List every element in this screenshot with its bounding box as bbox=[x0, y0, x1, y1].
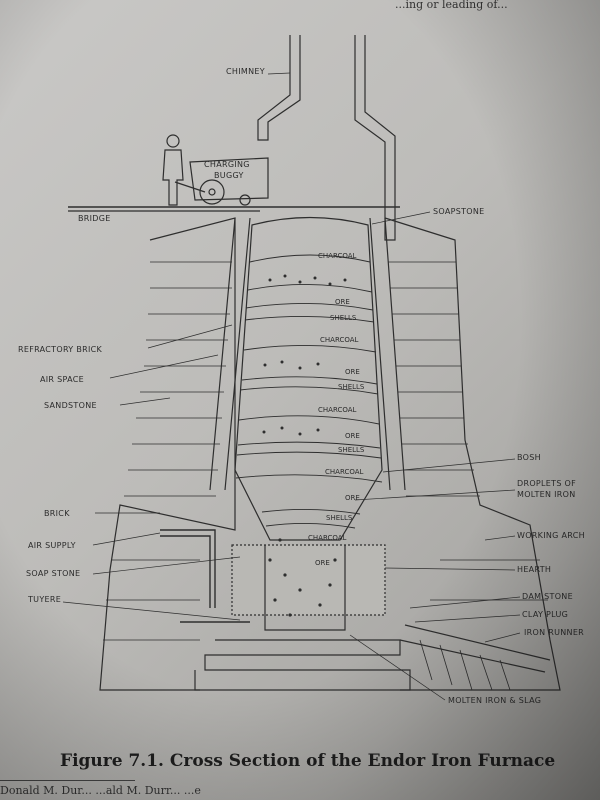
hearth-inner bbox=[264, 545, 346, 631]
label-air-space: AIR SPACE bbox=[40, 375, 84, 384]
base-steps bbox=[194, 639, 411, 691]
iron-runner-hatch bbox=[419, 639, 511, 691]
label-bridge: BRIDGE bbox=[78, 214, 111, 223]
label-soap-stone: SOAP STONE bbox=[26, 569, 80, 578]
footnote-text-fragment: Donald M. Dur... ...ald M. Durr... ...e bbox=[0, 784, 201, 797]
iron-runner bbox=[399, 624, 551, 673]
label-brick: BRICK bbox=[44, 509, 70, 518]
sandstone-outer-wall-left bbox=[99, 217, 236, 691]
chimney-shape bbox=[257, 35, 396, 241]
refractory-brick-lining bbox=[209, 217, 406, 491]
layer-label: ORE bbox=[345, 368, 360, 376]
charge-layer-lines bbox=[235, 254, 383, 529]
furnace-cross-section-diagram: CHIMNEY CHARGING BUGGY BRIDGE SOAPSTONE … bbox=[18, 35, 585, 705]
layer-label: CHARCOAL bbox=[318, 406, 357, 414]
label-clay-plug: CLAY PLUG bbox=[522, 610, 568, 619]
label-chimney: CHIMNEY bbox=[226, 67, 265, 76]
charging-buggy-drawing bbox=[174, 157, 269, 206]
layer-label: CHARCOAL bbox=[308, 534, 347, 542]
sandstone-outer-wall-right bbox=[384, 217, 561, 691]
hearth bbox=[231, 544, 386, 616]
ore-and-droplet-markers bbox=[262, 274, 347, 617]
footnote-rule bbox=[0, 780, 135, 781]
label-sandstone: SANDSTONE bbox=[44, 401, 97, 410]
figure-caption: Figure 7.1. Cross Section of the Endor I… bbox=[60, 751, 556, 771]
sandstone-courses bbox=[103, 261, 548, 641]
layer-label: SHELLS bbox=[330, 314, 357, 322]
label-hearth: HEARTH bbox=[517, 565, 551, 574]
layer-label: SHELLS bbox=[326, 514, 353, 522]
furnace-shaft bbox=[234, 216, 383, 541]
label-droplets-1: DROPLETS OF bbox=[517, 479, 576, 488]
layer-label: ORE bbox=[345, 432, 360, 440]
air-supply-pipe bbox=[160, 529, 216, 608]
label-droplets-2: MOLTEN IRON bbox=[517, 490, 576, 499]
label-charging-buggy-1: CHARGING bbox=[204, 160, 250, 169]
layer-label: ORE bbox=[345, 494, 360, 502]
label-refractory-brick: REFRACTORY BRICK bbox=[18, 345, 103, 354]
label-soapstone-top: SOAPSTONE bbox=[433, 207, 485, 216]
label-air-supply: AIR SUPPLY bbox=[28, 541, 76, 550]
layer-label: CHARCOAL bbox=[325, 468, 364, 476]
layer-label: ORE bbox=[335, 298, 350, 306]
leader-lines bbox=[62, 72, 521, 701]
layer-label: CHARCOAL bbox=[320, 336, 359, 344]
label-molten-iron-slag: MOLTEN IRON & SLAG bbox=[448, 696, 541, 705]
header-text-fragment: ...ing or leading of... bbox=[395, 0, 508, 11]
label-bosh: BOSH bbox=[517, 453, 541, 462]
layer-label: SHELLS bbox=[338, 383, 365, 391]
label-iron-runner: IRON RUNNER bbox=[524, 628, 584, 637]
label-dam-stone: DAM STONE bbox=[522, 592, 573, 601]
layer-label: ORE bbox=[315, 559, 330, 567]
layer-label: CHARCOAL bbox=[318, 252, 357, 260]
label-charging-buggy-2: BUGGY bbox=[214, 171, 244, 180]
label-working-arch: WORKING ARCH bbox=[517, 531, 585, 540]
label-tuyere: TUYERE bbox=[27, 595, 61, 604]
worker-figure bbox=[162, 134, 184, 206]
layer-label: SHELLS bbox=[338, 446, 365, 454]
